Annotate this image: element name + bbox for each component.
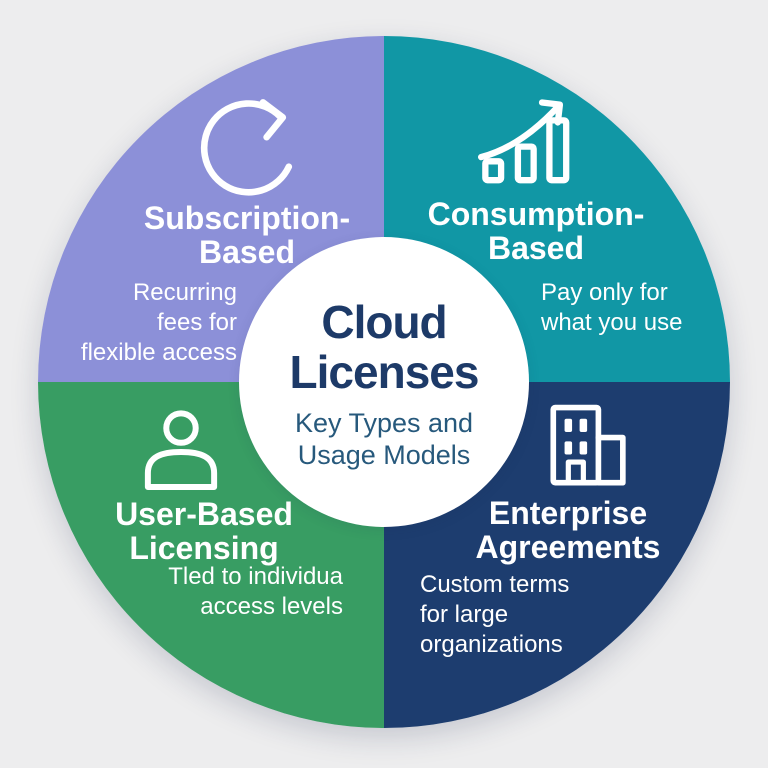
segment-description-consumption-based: Pay only for what you use [541,279,683,336]
segment-title-consumption-based: Consumption- Based [427,196,645,266]
segment-title-subscription-based: Subscription- Based [143,200,351,270]
refresh-cycle-icon [191,82,311,202]
segment-description-enterprise-agreements: Custom terms for large organizations [420,571,570,658]
segment-description-subscription-based: Recurring fees for flexible access [80,279,237,366]
segment-title-enterprise-agreements: Enterprise Agreements [475,495,661,565]
infographic-subtitle: Key Types and Usage Models [294,407,474,470]
growth-chart-icon [478,92,583,197]
center-hub: Cloud Licenses Key Types and Usage Model… [239,237,529,527]
segment-title-user-based-licensing: User-Based Licensing [115,496,293,566]
person-icon [135,406,227,498]
segment-description-user-based-licensing: Tled to individua access levels [168,563,343,620]
building-icon [542,400,636,494]
infographic-title: Cloud Licenses [289,296,480,399]
